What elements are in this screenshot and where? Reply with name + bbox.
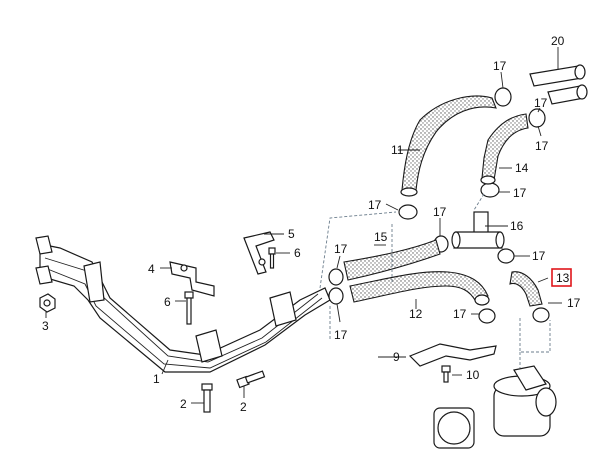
pump-bracket — [408, 343, 497, 367]
label-part-17-k: 17 — [567, 296, 581, 310]
label-part-13: 13 — [556, 271, 570, 285]
label-part-17-f: 17 — [433, 205, 447, 219]
leader-lines — [45, 47, 562, 404]
label-part-17-g: 17 — [334, 242, 348, 256]
label-part-17-i: 17 — [532, 249, 546, 263]
label-part-17-a: 17 — [493, 59, 507, 73]
label-part-17-j: 17 — [453, 307, 467, 321]
label-part-5: 5 — [288, 227, 295, 241]
label-part-17-c: 17 — [535, 139, 549, 153]
label-part-15: 15 — [374, 230, 388, 244]
bolt — [184, 291, 194, 325]
reference-lines — [319, 193, 551, 368]
label-part-9: 9 — [393, 350, 400, 364]
nut — [39, 293, 56, 313]
label-part-2-left: 2 — [180, 397, 187, 411]
bolt-lower-right — [236, 370, 266, 389]
label-part-12: 12 — [409, 307, 423, 321]
hose-11 — [400, 95, 497, 197]
t-connector — [451, 211, 505, 249]
label-part-16: 16 — [510, 219, 524, 233]
bolt-lower — [201, 383, 213, 413]
hose-12 — [349, 271, 490, 306]
pump-bolt — [441, 365, 451, 383]
label-part-17-d: 17 — [513, 186, 527, 200]
hose-14 — [480, 113, 529, 185]
label-part-10: 10 — [466, 368, 480, 382]
label-part-2-right: 2 — [240, 400, 247, 414]
bracket — [169, 261, 215, 297]
label-part-4: 4 — [148, 262, 155, 276]
label-part-3: 3 — [42, 319, 49, 333]
hose-13 — [509, 271, 543, 307]
part-labels: 1 2 2 3 4 5 6 6 9 10 11 12 13 14 15 16 1… — [42, 34, 581, 414]
label-part-6-left: 6 — [164, 295, 171, 309]
label-part-11: 11 — [391, 143, 404, 157]
label-part-6-right: 6 — [294, 246, 301, 260]
hose-clamps — [328, 87, 550, 324]
label-part-1: 1 — [153, 372, 160, 386]
pipe-stubs — [529, 64, 588, 105]
small-bolt — [268, 247, 276, 269]
coolant-pipe-assembly — [35, 235, 331, 373]
label-part-17-h: 17 — [334, 328, 348, 342]
label-part-17-b: 17 — [534, 96, 548, 110]
clip-bracket — [243, 231, 275, 275]
coolant-pump — [433, 365, 557, 449]
label-part-17-e: 17 — [368, 198, 382, 212]
label-part-14: 14 — [515, 161, 529, 175]
highlight-box — [551, 268, 572, 287]
label-part-20: 20 — [551, 34, 565, 48]
